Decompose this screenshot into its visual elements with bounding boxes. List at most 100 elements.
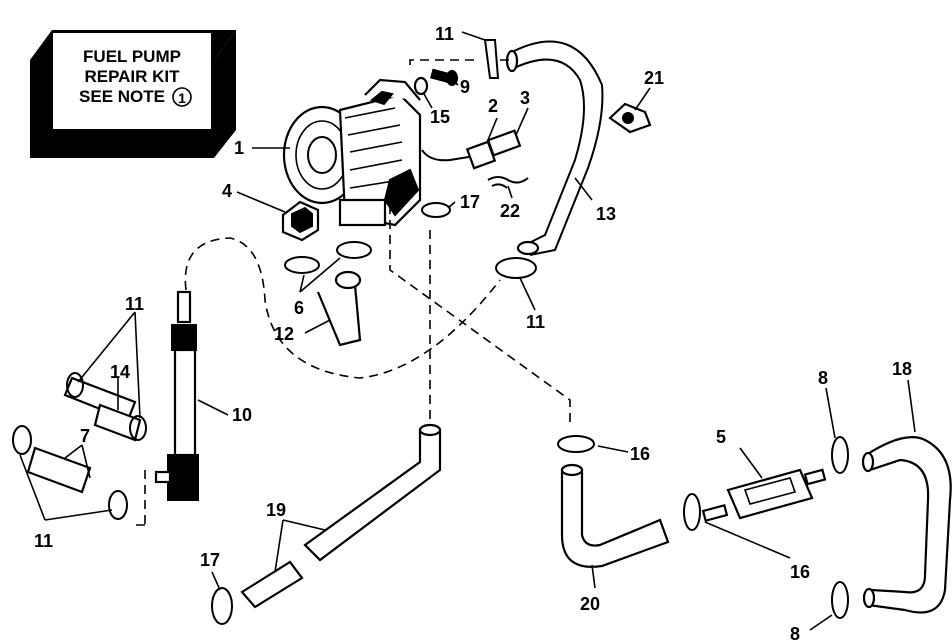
- callout-numbers: 1 2 3 4 5 6 7 8 8 9 10 11 11 11 11 12 13…: [34, 24, 912, 644]
- fuel-line-to-fitting: [421, 149, 476, 162]
- clamps-part-6: [284, 241, 372, 274]
- callout-8-top: 8: [818, 368, 828, 388]
- clamp-part-17-top: [421, 202, 451, 218]
- clamp-part-8-top: [831, 436, 849, 474]
- hose-part-18: [861, 436, 952, 614]
- leader-5: [739, 447, 763, 479]
- note-number: 1: [178, 90, 186, 106]
- callout-16-right: 16: [790, 562, 810, 582]
- leader-9: [451, 79, 459, 86]
- fitting-parts-2-3: [421, 129, 522, 170]
- hose-part-20: [560, 463, 670, 568]
- note-line-3: SEE NOTE: [79, 87, 165, 106]
- callout-15: 15: [430, 107, 450, 127]
- leader-16-top: [597, 445, 629, 453]
- hose-19-lower: [240, 560, 304, 609]
- line-10-side-fitting: [154, 470, 172, 484]
- filter-5-element: [743, 477, 797, 505]
- pump-shadow-detail: [383, 168, 420, 217]
- hose-20-body: [560, 468, 670, 568]
- hose-19-upper-end: [418, 423, 442, 437]
- callout-10: 10: [232, 405, 252, 425]
- callout-6: 6: [294, 298, 304, 318]
- clamp-6b: [336, 241, 372, 259]
- leader-4: [236, 191, 286, 213]
- leader-12: [304, 319, 331, 334]
- valve-21-port: [622, 112, 634, 124]
- leader-16-right: [704, 521, 791, 559]
- line-10-tube: [173, 348, 197, 457]
- leader-8-top: [825, 387, 836, 439]
- connectors-part-14: [63, 372, 147, 442]
- hose-18-bottom-end: [862, 587, 876, 609]
- note-number-circle: [172, 87, 192, 107]
- leader-10: [197, 399, 229, 416]
- elbow-hose-12-body: [316, 284, 362, 347]
- elbow-hose-12-end: [334, 270, 362, 290]
- leader-22: [507, 185, 513, 199]
- clamp-part-16-right: [683, 493, 701, 531]
- fitting-3: [486, 129, 522, 157]
- callout-11-bottom: 11: [34, 531, 53, 551]
- callout-21: 21: [644, 68, 664, 88]
- callout-2: 2: [488, 96, 498, 116]
- repair-kit-note-box: FUEL PUMP REPAIR KIT SEE NOTE 1: [30, 30, 236, 158]
- leader-15: [423, 93, 433, 109]
- leader-3: [515, 107, 529, 136]
- clamp-11-lower-b: [108, 490, 128, 520]
- callout-11-left: 11: [125, 294, 144, 314]
- callout-11-mid: 11: [526, 312, 545, 332]
- screw-part-9: [430, 68, 458, 86]
- callout-5: 5: [716, 427, 726, 447]
- leader-21: [634, 87, 651, 111]
- line-10-bottom-nut: [167, 454, 199, 501]
- hose-13-inner: [511, 40, 604, 256]
- washer-part-15: [413, 76, 429, 96]
- pump-mount-bracket: [338, 198, 387, 227]
- leader-lines: [19, 31, 916, 631]
- pump-bolt-head: [369, 90, 394, 106]
- clamp-part-11-mid: [495, 257, 537, 279]
- callout-8-bottom: 8: [790, 624, 800, 644]
- callout-22: 22: [500, 201, 520, 221]
- leader-7: [64, 444, 91, 479]
- filter-5-inlet: [701, 503, 729, 523]
- hose-13-outer: [509, 58, 585, 246]
- fuel-pump-assembly: [282, 78, 422, 227]
- connector-part-7: [12, 425, 128, 520]
- line-10-top-nut: [171, 324, 197, 351]
- hose-18-body: [864, 436, 952, 614]
- pump-body-ribs: [344, 107, 403, 189]
- line-10-top-fitting: [176, 290, 192, 324]
- note-line-2: REPAIR KIT: [84, 67, 180, 86]
- leader-11-left: [77, 311, 141, 419]
- callout-1: 1: [234, 138, 244, 158]
- callout-19: 19: [266, 500, 286, 520]
- callout-4: 4: [222, 181, 232, 201]
- dashed-diagonal-line: [389, 190, 571, 425]
- dashed-top-line: [409, 59, 512, 65]
- hose-20-end: [560, 463, 584, 477]
- callout-18: 18: [892, 359, 912, 379]
- callout-17-bottom: 17: [200, 550, 220, 570]
- hose-part-13: [505, 40, 604, 256]
- leader-19: [274, 519, 326, 573]
- note-box-face: [51, 31, 213, 131]
- hoses-part-19: [240, 423, 442, 609]
- clamp-6a: [284, 256, 320, 274]
- callout-16-top: 16: [630, 444, 650, 464]
- clamp-part-11-top: [483, 39, 500, 79]
- clamp-part-16-top: [557, 435, 595, 453]
- leader-13: [574, 177, 593, 201]
- filter-5-outlet: [803, 468, 827, 486]
- leader-18: [907, 379, 916, 433]
- hose-13-top-end: [505, 49, 519, 73]
- fitting-4-inner: [291, 206, 313, 234]
- dashed-left-line: [130, 470, 146, 526]
- callout-3: 3: [520, 88, 530, 108]
- fuel-filter-part-5: [701, 468, 827, 523]
- leader-6: [299, 257, 341, 293]
- clamp-11-lower-a: [12, 425, 32, 455]
- hose-18-top-end: [861, 451, 875, 473]
